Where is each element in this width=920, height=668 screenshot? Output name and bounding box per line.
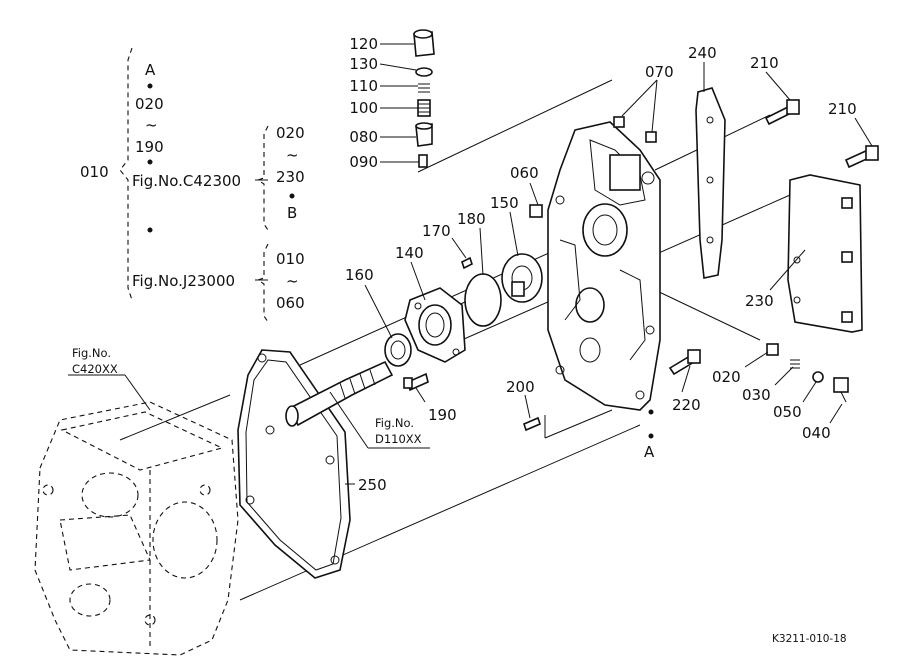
- marker-a-top: A: [145, 61, 156, 79]
- label-220: 220: [672, 396, 701, 414]
- pin-170: [461, 256, 473, 270]
- range2-end: 230: [276, 168, 305, 186]
- drawing-code: K3211-010-18: [772, 633, 847, 645]
- label-040: 040: [802, 424, 831, 442]
- range3-start: 010: [276, 250, 305, 268]
- bolts-070: [613, 116, 657, 143]
- label-230: 230: [745, 292, 774, 310]
- transmission-case: [34, 401, 239, 656]
- label-130: 130: [349, 55, 378, 73]
- range2-tilde: ~: [286, 146, 299, 164]
- label-120: 120: [349, 35, 378, 53]
- label-150: 150: [490, 194, 519, 212]
- relief-valve-stack: [413, 29, 435, 168]
- label-180: 180: [457, 210, 486, 228]
- range1-end: 190: [135, 138, 164, 156]
- label-240: 240: [688, 44, 717, 62]
- label-190: 190: [428, 406, 457, 424]
- pump-housing-140: [404, 287, 466, 363]
- o-ring-180: [464, 273, 502, 327]
- label-110: 110: [349, 77, 378, 95]
- label-140: 140: [395, 244, 424, 262]
- label-070: 070: [645, 63, 674, 81]
- bolt-210-b: [844, 145, 879, 169]
- label-030: 030: [742, 386, 771, 404]
- gasket-250: [237, 349, 351, 579]
- range2-start: 020: [276, 124, 305, 142]
- pump-gear-150: [501, 253, 543, 303]
- marker-b: B: [287, 204, 297, 222]
- label-100: 100: [349, 99, 378, 117]
- markers: A A B: [145, 61, 655, 461]
- label-170: 170: [422, 222, 451, 240]
- label-090: 090: [349, 153, 378, 171]
- range1-tilde: ~: [145, 116, 158, 134]
- label-060: 060: [510, 164, 539, 182]
- oil-seal-160: [384, 333, 412, 367]
- plug-060: [529, 204, 543, 218]
- fig-ref-c420-line1: Fig.No.: [72, 346, 111, 360]
- marker-a-bottom: A: [644, 443, 655, 461]
- label-200: 200: [506, 378, 535, 396]
- cover-230: [787, 174, 863, 333]
- range3-tilde: ~: [286, 272, 299, 290]
- label-250: 250: [358, 476, 387, 494]
- range3-end: 060: [276, 294, 305, 312]
- range1-start: 020: [135, 95, 164, 113]
- label-210-b: 210: [828, 100, 857, 118]
- fig-ref-d110-line2: D110XX: [375, 432, 422, 446]
- bracket-group-text: 020 ~ 190 Fig.No.C42300 020 ~ 230 Fig.No…: [132, 95, 305, 312]
- plug-assembly-020-040: [766, 343, 849, 403]
- fig-ref-j23000: Fig.No.J23000: [132, 272, 235, 290]
- leader-lines: [68, 43, 873, 485]
- bolt-190: [403, 372, 429, 392]
- label-050: 050: [773, 403, 802, 421]
- case-cover: [547, 121, 661, 411]
- label-210-a: 210: [750, 54, 779, 72]
- bolt-220: [668, 349, 701, 376]
- bolt-210-a: [764, 99, 800, 126]
- plate-240: [695, 87, 726, 279]
- label-020: 020: [712, 368, 741, 386]
- figure-references: Fig.No. C420XX Fig.No. D110XX: [72, 346, 422, 446]
- label-080: 080: [349, 128, 378, 146]
- bracket-group: [119, 47, 654, 439]
- fig-ref-d110-line1: Fig.No.: [375, 416, 414, 430]
- part-labels: 120 130 110 100 080 090 070 240 210 210 …: [80, 35, 857, 494]
- shaft-assembly: [285, 360, 394, 427]
- fig-ref-c420-line2: C420XX: [72, 362, 118, 376]
- fig-ref-c42300: Fig.No.C42300: [132, 172, 241, 190]
- label-160: 160: [345, 266, 374, 284]
- pin-200: [523, 416, 541, 432]
- label-010: 010: [80, 163, 109, 181]
